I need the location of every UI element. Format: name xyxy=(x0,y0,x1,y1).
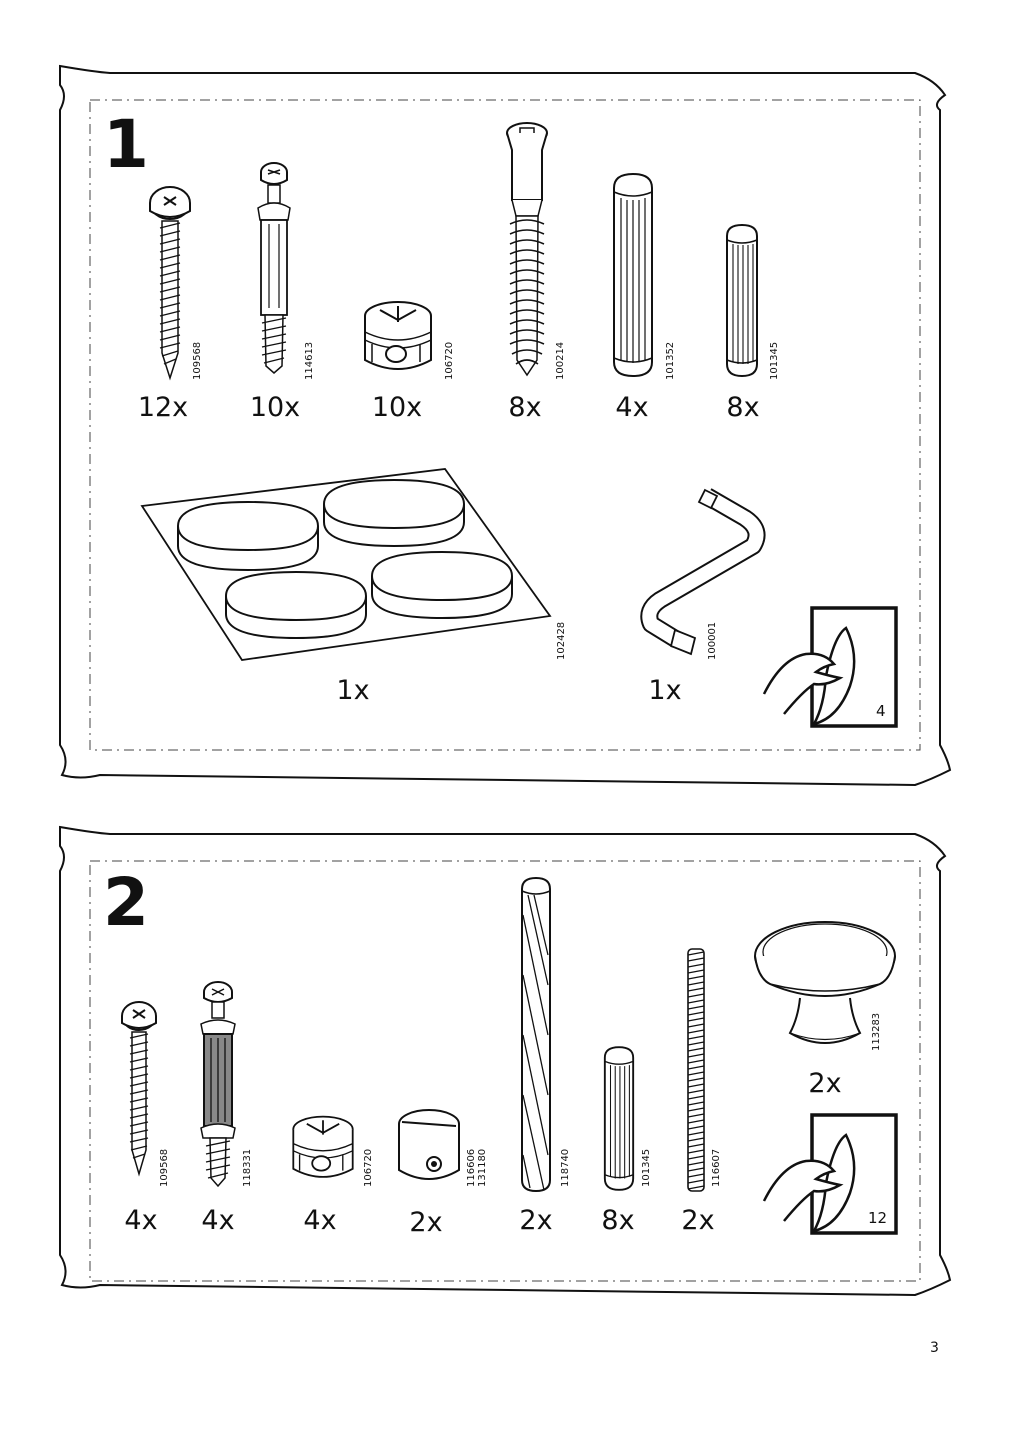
part-quantity: 4x xyxy=(201,1205,235,1236)
part-quantity: 8x xyxy=(601,1205,635,1236)
felt-pads-sheet-icon xyxy=(140,468,552,661)
part-quantity: 4x xyxy=(124,1205,158,1236)
part-number: 101352 xyxy=(665,341,676,380)
allen-key-icon xyxy=(640,488,766,656)
part-quantity: 2x xyxy=(409,1207,443,1238)
part-number: 100214 xyxy=(555,341,566,380)
part-quantity: 1x xyxy=(648,675,682,706)
part-number: 114613 xyxy=(304,341,315,380)
part-number: 113283 xyxy=(871,1012,882,1051)
part-quantity: 12x xyxy=(137,392,189,423)
bag-outline xyxy=(59,64,952,787)
connecting-screw-icon xyxy=(506,122,548,377)
part-quantity: 10x xyxy=(371,392,423,423)
parts-bag-step-2: 2 109568 4x 118331 4x xyxy=(0,815,1012,1310)
cam-dowel-icon xyxy=(257,162,291,374)
part-quantity: 2x xyxy=(681,1205,715,1236)
part-number: 116607 xyxy=(711,1148,722,1187)
part-quantity: 4x xyxy=(303,1205,337,1236)
page-reference: 12 xyxy=(868,1209,888,1227)
part-number: 102428 xyxy=(556,621,567,660)
cam-lock-icon xyxy=(364,301,432,370)
part-quantity: 2x xyxy=(808,1068,842,1099)
part-number: 101345 xyxy=(641,1148,652,1187)
part-number-primary: 116606 xyxy=(466,1148,477,1187)
page-reference: 4 xyxy=(876,702,886,720)
part-number: 109568 xyxy=(159,1148,170,1187)
part-number: 106720 xyxy=(363,1148,374,1187)
turn-page-hand-icon xyxy=(762,1113,898,1235)
part-quantity: 1x xyxy=(336,675,370,706)
part-quantity: 8x xyxy=(508,392,542,423)
part-quantity: 10x xyxy=(249,392,301,423)
part-number: 118331 xyxy=(242,1148,253,1187)
spiral-dowel-icon xyxy=(521,876,551,1193)
part-number: 106720 xyxy=(444,341,455,380)
barrel-nut-icon xyxy=(398,1109,460,1180)
threaded-rod-icon xyxy=(687,948,705,1192)
screw-icon xyxy=(121,1001,157,1177)
cam-dowel-icon xyxy=(200,981,236,1188)
knob-icon xyxy=(754,921,896,1044)
turn-page-hand-icon xyxy=(762,606,898,728)
part-quantity: 8x xyxy=(726,392,760,423)
part-number: 116606 131180 xyxy=(466,1149,488,1187)
part-number-secondary: 131180 xyxy=(477,1148,488,1187)
wooden-dowel-icon xyxy=(613,172,653,378)
step-number: 2 xyxy=(103,864,149,941)
bag-outline xyxy=(59,825,952,1297)
wooden-dowel-icon xyxy=(726,223,758,378)
part-number: 100001 xyxy=(707,621,718,660)
step-number: 1 xyxy=(103,106,149,183)
part-number: 101345 xyxy=(769,341,780,380)
part-number: 118740 xyxy=(560,1148,571,1187)
wooden-dowel-icon xyxy=(603,1046,635,1191)
screw-icon xyxy=(149,186,191,381)
parts-bag-step-1: 1 109568 12x 114613 10 xyxy=(59,64,952,787)
page-number: 3 xyxy=(930,1340,939,1356)
cam-lock-icon xyxy=(292,1115,354,1178)
part-quantity: 4x xyxy=(615,392,649,423)
part-quantity: 2x xyxy=(519,1205,553,1236)
part-number: 109568 xyxy=(192,341,203,380)
